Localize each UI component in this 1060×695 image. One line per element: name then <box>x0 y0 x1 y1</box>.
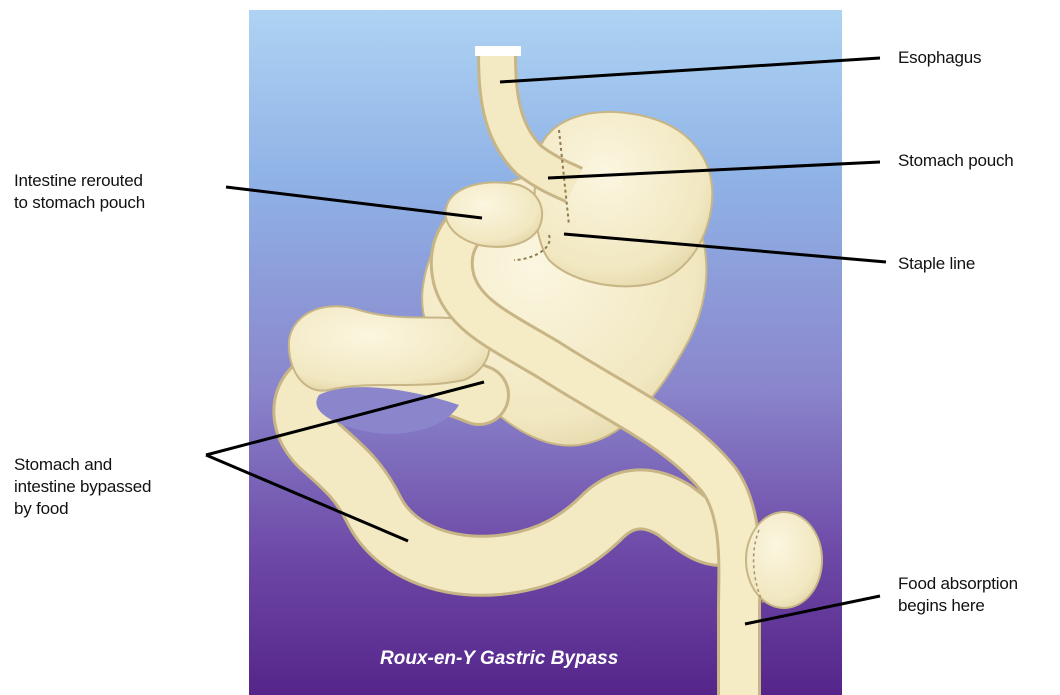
label-stomach-pouch: Stomach pouch <box>898 150 1014 172</box>
label-staple-line: Staple line <box>898 253 975 275</box>
leader-esophagus <box>500 58 880 82</box>
leader-bypassed-a <box>206 382 484 455</box>
illustration-title: Roux-en-Y Gastric Bypass <box>380 648 618 670</box>
label-absorption: Food absorption begins here <box>898 573 1018 617</box>
leader-bypassed-b <box>206 455 408 541</box>
leader-staple-line <box>564 234 886 262</box>
leader-intestine-rerouted <box>226 187 482 218</box>
label-bypassed: Stomach and intestine bypassed by food <box>14 454 151 520</box>
label-intestine-rerouted: Intestine rerouted to stomach pouch <box>14 170 145 214</box>
leader-stomach-pouch <box>548 162 880 178</box>
leader-absorption <box>745 596 880 624</box>
label-esophagus: Esophagus <box>898 47 981 69</box>
